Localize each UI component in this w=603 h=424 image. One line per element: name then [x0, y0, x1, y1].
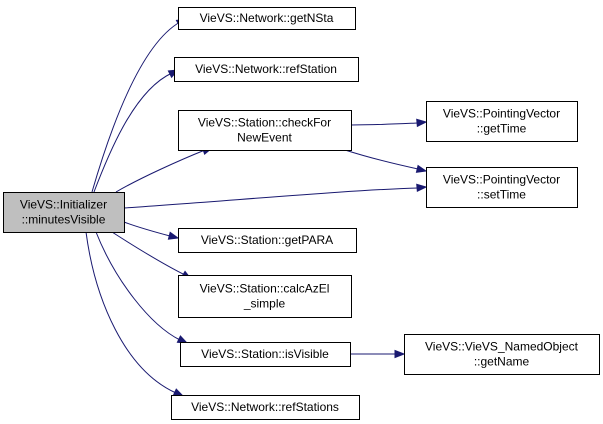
node-box-getName[interactable]	[404, 334, 600, 375]
edge-root-refStations	[85, 231, 185, 397]
node-label-pvSetTime-1: ::setTime	[477, 188, 526, 202]
node-refStation[interactable]: VieVS::Network::refStation	[174, 57, 359, 82]
node-box-calcAzEl[interactable]	[178, 275, 352, 318]
node-box-pvSetTime[interactable]	[426, 167, 578, 208]
edge-isVisible-getName	[349, 349, 406, 359]
edge-root-checkFor	[115, 147, 214, 193]
nodes-layer: VieVS::Initializer::minutesVisibleVieVS:…	[3, 7, 600, 420]
edge-line-root-getNSta	[91, 21, 181, 193]
edge-line-root-getPARA	[123, 221, 171, 237]
node-label-calcAzEl-0: VieVS::Station::calcAzEl	[200, 282, 330, 296]
edge-root-isVisible-arrowhead	[176, 335, 189, 344]
edge-line-root-refStations	[85, 231, 177, 394]
edge-line-root-pvSetTime	[123, 187, 419, 209]
node-label-isVisible-0: VieVS::Station::isVisible	[201, 347, 329, 361]
edge-line-root-refStation	[93, 72, 173, 193]
edge-root-refStation	[93, 69, 180, 193]
node-label-getPARA-0: VieVS::Station::getPARA	[201, 233, 333, 247]
node-label-getName-1: ::getName	[474, 355, 530, 369]
edge-line-root-isVisible	[95, 231, 181, 341]
node-label-pvSetTime-0: VieVS::PointingVector	[443, 173, 560, 187]
node-label-root-1: ::minutesVisible	[22, 213, 106, 227]
node-box-checkFor[interactable]	[178, 110, 352, 151]
edge-checkFor-pvGetTime	[350, 118, 428, 128]
node-getPARA[interactable]: VieVS::Station::getPARA	[178, 228, 357, 253]
node-box-getPARA[interactable]	[178, 228, 357, 253]
node-root[interactable]: VieVS::Initializer::minutesVisible	[3, 192, 125, 233]
node-label-calcAzEl-1: _simple	[243, 297, 286, 311]
node-label-refStations-0: VieVS::Network::refStations	[191, 400, 339, 414]
node-label-getNSta-0: VieVS::Network::getNSta	[200, 11, 334, 25]
node-label-root-0: VieVS::Initializer	[20, 198, 107, 212]
node-box-isVisible[interactable]	[180, 342, 351, 367]
node-label-pvGetTime-1: ::getTime	[477, 122, 527, 136]
edge-root-pvSetTime	[123, 183, 428, 209]
edge-line-root-checkFor	[115, 149, 206, 193]
edge-root-pvSetTime-arrowhead	[416, 183, 428, 193]
node-getName[interactable]: VieVS::VieVS_NamedObject::getName	[404, 334, 600, 375]
edges-layer	[85, 18, 428, 397]
edge-checkFor-pvGetTime-arrowhead	[416, 118, 428, 128]
node-refStations[interactable]: VieVS::Network::refStations	[171, 395, 360, 420]
edge-root-getPARA	[123, 221, 180, 240]
edge-line-root-calcAzEl	[111, 231, 186, 276]
node-label-refStation-0: VieVS::Network::refStation	[195, 62, 337, 76]
edge-checkFor-pvSetTime-arrowhead	[415, 164, 428, 173]
node-box-refStation[interactable]	[174, 57, 359, 82]
edge-isVisible-getName-arrowhead	[394, 349, 406, 359]
node-label-checkFor-1: NewEvent	[237, 131, 292, 145]
node-pvSetTime[interactable]: VieVS::PointingVector::setTime	[426, 167, 578, 208]
node-calcAzEl[interactable]: VieVS::Station::calcAzEl_simple	[178, 275, 352, 318]
node-isVisible[interactable]: VieVS::Station::isVisible	[180, 342, 351, 367]
node-box-getNSta[interactable]	[178, 7, 356, 30]
node-label-getName-0: VieVS::VieVS_NamedObject	[425, 340, 579, 354]
node-label-pvGetTime-0: VieVS::PointingVector	[443, 107, 560, 121]
edge-root-isVisible	[95, 231, 189, 344]
edge-line-checkFor-pvGetTime	[350, 122, 419, 126]
edge-line-checkFor-pvSetTime	[344, 149, 419, 170]
node-getNSta[interactable]: VieVS::Network::getNSta	[178, 7, 356, 30]
edge-root-getNSta	[91, 18, 188, 193]
node-box-refStations[interactable]	[171, 395, 360, 420]
edge-root-refStations-arrowhead	[172, 388, 185, 397]
node-pvGetTime[interactable]: VieVS::PointingVector::getTime	[426, 101, 578, 142]
edge-root-getPARA-arrowhead	[167, 231, 180, 240]
edge-checkFor-pvSetTime	[344, 149, 428, 173]
node-box-pvGetTime[interactable]	[426, 101, 578, 142]
node-box-root[interactable]	[3, 192, 125, 233]
node-label-checkFor-0: VieVS::Station::checkFor	[198, 116, 331, 130]
